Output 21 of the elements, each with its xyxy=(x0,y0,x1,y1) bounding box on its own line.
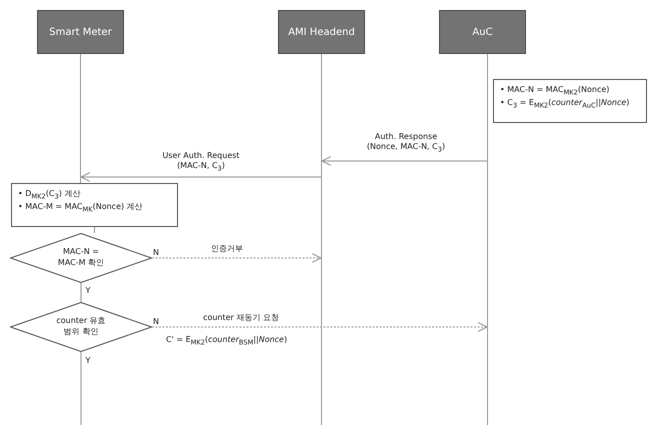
branch-label: N xyxy=(153,248,159,257)
branch-label: N xyxy=(153,317,159,326)
lifeline xyxy=(80,54,81,183)
participant-box: AuC xyxy=(439,10,526,54)
arrow xyxy=(80,172,322,182)
flow-line xyxy=(80,352,82,426)
arrow xyxy=(321,156,488,166)
participant-box: Smart Meter xyxy=(37,10,124,54)
arrow xyxy=(152,252,322,264)
decision-diamond: counter 유효 범위 확인 xyxy=(10,302,152,352)
flow-line xyxy=(94,226,95,234)
edge-label: Auth. Response (Nonce, MAC-N, C$_{3}$) xyxy=(365,132,447,155)
arrow xyxy=(152,322,488,332)
decision-diamond: MAC-N = MAC-M 확인 xyxy=(10,233,152,283)
participant-box: AMI Headend xyxy=(278,10,365,54)
computation-box: • MAC-N = MAC$_{MK2}$(Nonce) • C$_{3}$ = E$_{MK2}$(counter$_{AuC}$||Nonce) xyxy=(493,79,647,123)
lifeline xyxy=(321,54,322,425)
lifeline xyxy=(487,54,488,425)
branch-label: C' = E$_{MK2}$(counter$_{BSM}$||Nonce) xyxy=(166,335,288,347)
flow-line xyxy=(80,282,82,302)
computation-box: • D$_{MK2}$(C$_{3}$) 계산 • MAC-M = MAC$_{MK}$(Nonce) 계산 xyxy=(11,183,178,227)
